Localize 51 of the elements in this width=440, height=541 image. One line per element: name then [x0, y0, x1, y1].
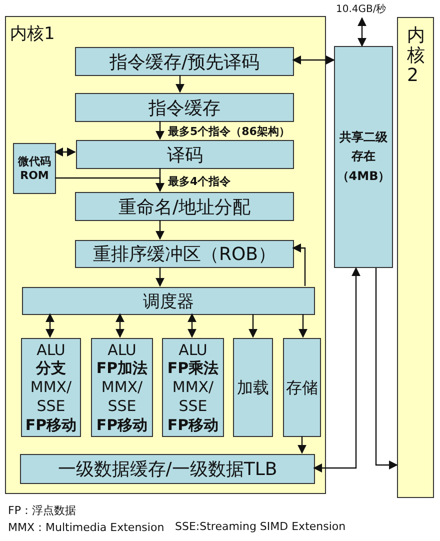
- box-label: ALU FP加法 MMX/ SSE FP移动: [95, 340, 149, 434]
- box-label: 共享二级存在（4MB）: [336, 129, 390, 185]
- process-box: [20, 454, 315, 484]
- arrow: [298, 436, 306, 454]
- box-label: 加载: [236, 378, 270, 398]
- core-panel: [5, 16, 326, 494]
- box-label: 指令缓存: [148, 96, 220, 120]
- arrow: [46, 313, 54, 338]
- panel-heading: 内核2: [407, 26, 425, 86]
- process-box: [75, 93, 294, 122]
- arrow: [313, 267, 360, 472]
- speed-label: 10.4GB/秒: [336, 4, 388, 16]
- process-box: [76, 140, 294, 169]
- panel-heading: 内核1: [10, 23, 55, 45]
- box-label: 译码: [167, 144, 203, 166]
- arrow: [188, 313, 196, 338]
- box-label: 指令缓存/预先译码: [109, 50, 260, 74]
- process-box: [22, 287, 315, 315]
- box-label: 一级数据缓存/一级数据TLB: [58, 458, 278, 481]
- arrow: [298, 314, 308, 338]
- arrow: [55, 177, 164, 192]
- process-box: [75, 47, 294, 76]
- edge-label: 最多4个指令: [168, 174, 231, 189]
- core-panel: [397, 17, 434, 498]
- process-box: [13, 143, 56, 194]
- arrow: [176, 75, 184, 93]
- note-text: MMX：Multimedia Extension: [8, 520, 164, 535]
- box-label: ALU FP乘法 MMX/ SSE FP移动: [166, 340, 220, 434]
- process-box: [75, 192, 294, 221]
- arrow: [54, 148, 76, 156]
- cache-box: [334, 46, 393, 268]
- arrow: [156, 121, 164, 140]
- arrow: [292, 244, 306, 286]
- box-label: 微代码ROM: [16, 154, 52, 182]
- process-box: [75, 240, 294, 268]
- box-label: 重命名/地址分配: [118, 196, 251, 218]
- arrow: [358, 17, 366, 47]
- arrow: [156, 267, 164, 287]
- note-text: FP：浮点数据: [8, 503, 76, 518]
- box-label: ALU 分支 MMX/ SSE FP移动: [24, 340, 78, 434]
- box-label: 存储: [286, 378, 318, 398]
- arrow: [248, 314, 258, 338]
- arrow: [375, 268, 398, 470]
- note-text: SSE:Streaming SIMD Extension: [175, 520, 346, 533]
- box-label: 调度器: [143, 290, 194, 312]
- arrow: [292, 56, 335, 64]
- process-box: [283, 338, 321, 437]
- arrow: [116, 313, 124, 338]
- box-label: 重排序缓冲区（ROB）: [92, 243, 276, 266]
- arrow: [156, 220, 164, 240]
- process-box: [233, 338, 273, 437]
